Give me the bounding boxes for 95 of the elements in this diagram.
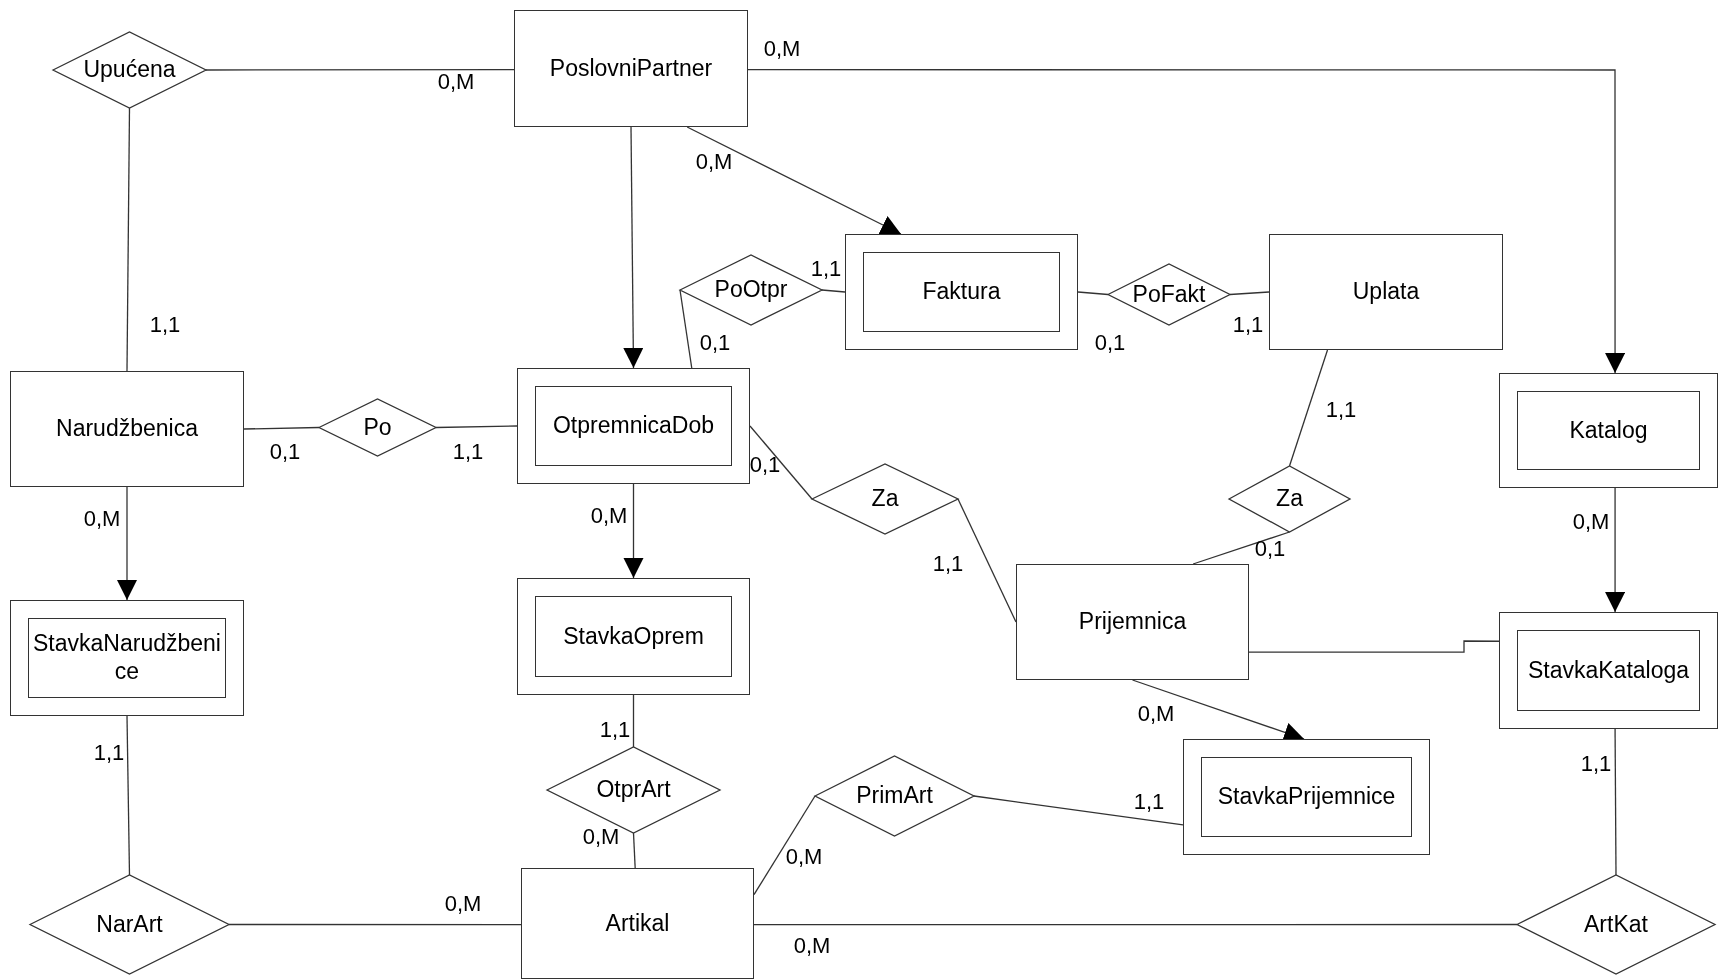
- cardinality-label: 0,1: [749, 452, 781, 478]
- connector-line: [957, 498, 1017, 623]
- cardinality-label: 1,1: [1325, 397, 1357, 423]
- cardinality-label: 0,M: [590, 503, 628, 529]
- cardinality-label: 0,M: [444, 891, 482, 917]
- cardinality-label: 1,1: [932, 551, 964, 577]
- cardinality-label: 0,M: [695, 149, 733, 175]
- relationship-diamond: [812, 464, 958, 534]
- relationship-name: OtprArt: [596, 776, 671, 804]
- arrow: [747, 69, 1626, 374]
- relationship-diamond: [1108, 264, 1230, 325]
- arrow: [686, 126, 902, 235]
- relationship-name: NarArt: [96, 910, 163, 939]
- relationship-name: PoOtpr: [714, 276, 788, 304]
- entity-name: Uplata: [1352, 278, 1420, 306]
- relationship-name: PoFakt: [1132, 280, 1206, 309]
- entity-name: Katalog: [1569, 416, 1648, 445]
- cardinality-label: 1,1: [149, 312, 181, 338]
- arrow: [1605, 487, 1626, 613]
- cardinality-label: 0,1: [269, 439, 301, 465]
- cardinality-label: 0,1: [699, 330, 731, 356]
- entity-name: Prijemnica: [1078, 608, 1187, 636]
- connector-line: [126, 107, 131, 372]
- relationship-diamond: [1517, 875, 1715, 974]
- relationship-name: ArtKat: [1584, 910, 1648, 939]
- weak-entity-box: [1183, 739, 1430, 855]
- connector-line: [435, 425, 518, 429]
- cardinality-label: 0,M: [785, 844, 823, 870]
- cardinality-label: 1,1: [93, 740, 125, 766]
- relationship-diamond: [815, 756, 974, 836]
- cardinality-label: 0,M: [1572, 509, 1610, 535]
- cardinality-label: 0,1: [1254, 536, 1286, 562]
- connector-line: [243, 426, 320, 430]
- weak-entity-box: [517, 368, 750, 484]
- entity-box: [514, 10, 748, 127]
- connector-line: [126, 715, 131, 876]
- entity-name: StavkaKataloga: [1527, 656, 1690, 685]
- cardinality-label: 0,M: [1137, 701, 1175, 727]
- cardinality-label: 1,1: [1580, 751, 1612, 777]
- weak-entity-box: [517, 578, 750, 695]
- connector-line: [753, 795, 816, 896]
- relationship-diamond: [319, 399, 436, 456]
- connector-line: [1288, 349, 1329, 467]
- entity-box: [521, 868, 754, 979]
- connector-line: [632, 694, 635, 748]
- entity-box: [1269, 234, 1503, 350]
- relationship-name: Za: [1276, 485, 1303, 513]
- weak-entity-box: [845, 234, 1078, 350]
- connector-line: [753, 923, 1518, 926]
- arrow: [117, 486, 137, 601]
- relationship-name: Za: [871, 485, 899, 513]
- connector-line: [749, 425, 813, 500]
- entity-name: PoslovniPartner: [549, 54, 713, 83]
- connector-line: [205, 69, 515, 71]
- weak-entity-box: [1499, 612, 1718, 729]
- weak-entity-box: [10, 600, 244, 716]
- cardinality-label: 0,M: [763, 36, 801, 62]
- entity-name: StavkaOprem: [563, 622, 704, 651]
- connector-line: [1248, 640, 1500, 653]
- cardinality-label: 1,1: [599, 717, 631, 743]
- cardinality-label: 0,M: [437, 69, 475, 95]
- cardinality-label: 0,M: [582, 824, 620, 850]
- entity-name: Artikal: [605, 909, 670, 938]
- cardinality-label: 0,M: [83, 506, 121, 532]
- connector-line: [1614, 728, 1617, 876]
- connector-line: [973, 795, 1184, 826]
- cardinality-label: 1,1: [1232, 312, 1264, 338]
- cardinality-label: 0,M: [793, 933, 831, 959]
- connector-line: [1229, 291, 1270, 296]
- cardinality-label: 1,1: [452, 439, 484, 465]
- entity-name: StavkaNarudžbenice: [32, 630, 222, 686]
- relationship-name: Po: [363, 413, 392, 442]
- entity-box: [10, 371, 244, 487]
- entity-name: Faktura: [922, 278, 1001, 306]
- arrow: [623, 126, 644, 369]
- connector-line: [632, 832, 636, 869]
- connector-line: [679, 289, 693, 369]
- relationship-diamond: [30, 875, 229, 974]
- connector-line: [821, 289, 846, 293]
- connector-line: [1192, 531, 1291, 565]
- cardinality-label: 0,1: [1094, 330, 1126, 356]
- entity-name: Narudžbenica: [56, 415, 198, 443]
- relationship-name: PrimArt: [856, 782, 933, 810]
- cardinality-label: 1,1: [1133, 789, 1165, 815]
- connector-line: [228, 923, 522, 926]
- weak-entity-box: [1499, 373, 1718, 488]
- connector-line: [1077, 291, 1109, 296]
- entity-box: [1016, 564, 1249, 680]
- arrow: [623, 483, 644, 579]
- cardinality-label: 1,1: [810, 256, 842, 282]
- entity-name: OtpremnicaDob: [552, 412, 715, 440]
- entity-name: StavkaPrijemnice: [1217, 783, 1396, 811]
- relationship-name: Upućena: [83, 56, 176, 84]
- relationship-diamond: [1229, 466, 1350, 532]
- relationship-diamond: [53, 32, 206, 108]
